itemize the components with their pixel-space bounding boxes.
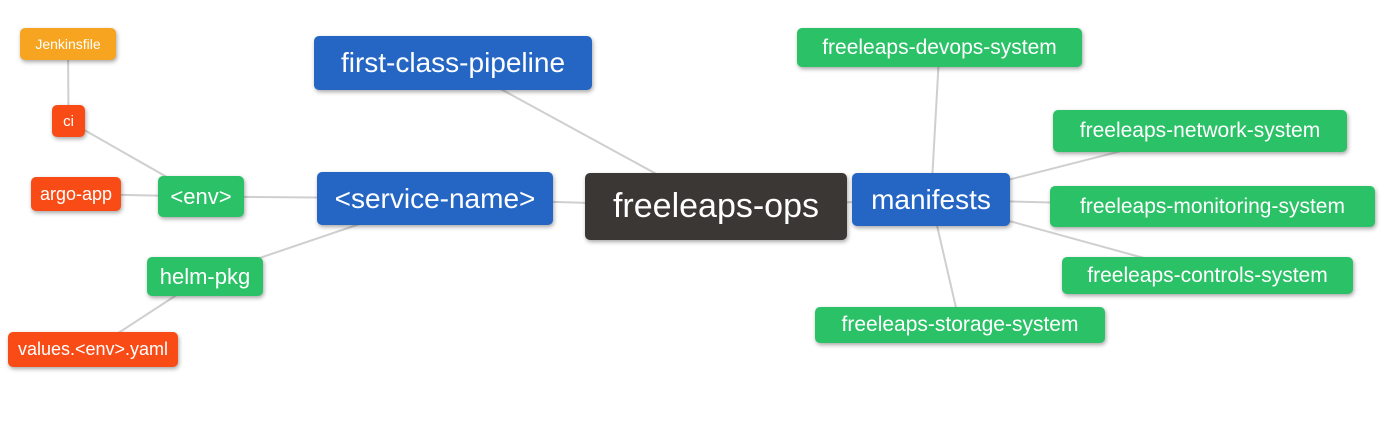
node-values-env-yaml[interactable]: values.<env>.yaml	[8, 332, 178, 367]
node-env[interactable]: <env>	[158, 176, 244, 217]
node-service-name[interactable]: <service-name>	[317, 172, 553, 225]
node-freeleaps-devops-system[interactable]: freeleaps-devops-system	[797, 28, 1082, 67]
node-ci[interactable]: ci	[52, 105, 85, 137]
node-helm-pkg[interactable]: helm-pkg	[147, 257, 263, 296]
node-jenkinsfile[interactable]: Jenkinsfile	[20, 28, 116, 60]
node-first-class-pipeline[interactable]: first-class-pipeline	[314, 36, 592, 90]
node-freeleaps-monitoring-system[interactable]: freeleaps-monitoring-system	[1050, 186, 1375, 227]
node-freeleaps-network-system[interactable]: freeleaps-network-system	[1053, 110, 1347, 152]
node-manifests[interactable]: manifests	[852, 173, 1010, 226]
node-freeleaps-ops[interactable]: freeleaps-ops	[585, 173, 847, 240]
node-freeleaps-controls-system[interactable]: freeleaps-controls-system	[1062, 257, 1353, 294]
node-argo-app[interactable]: argo-app	[31, 177, 121, 211]
node-freeleaps-storage-system[interactable]: freeleaps-storage-system	[815, 307, 1105, 343]
